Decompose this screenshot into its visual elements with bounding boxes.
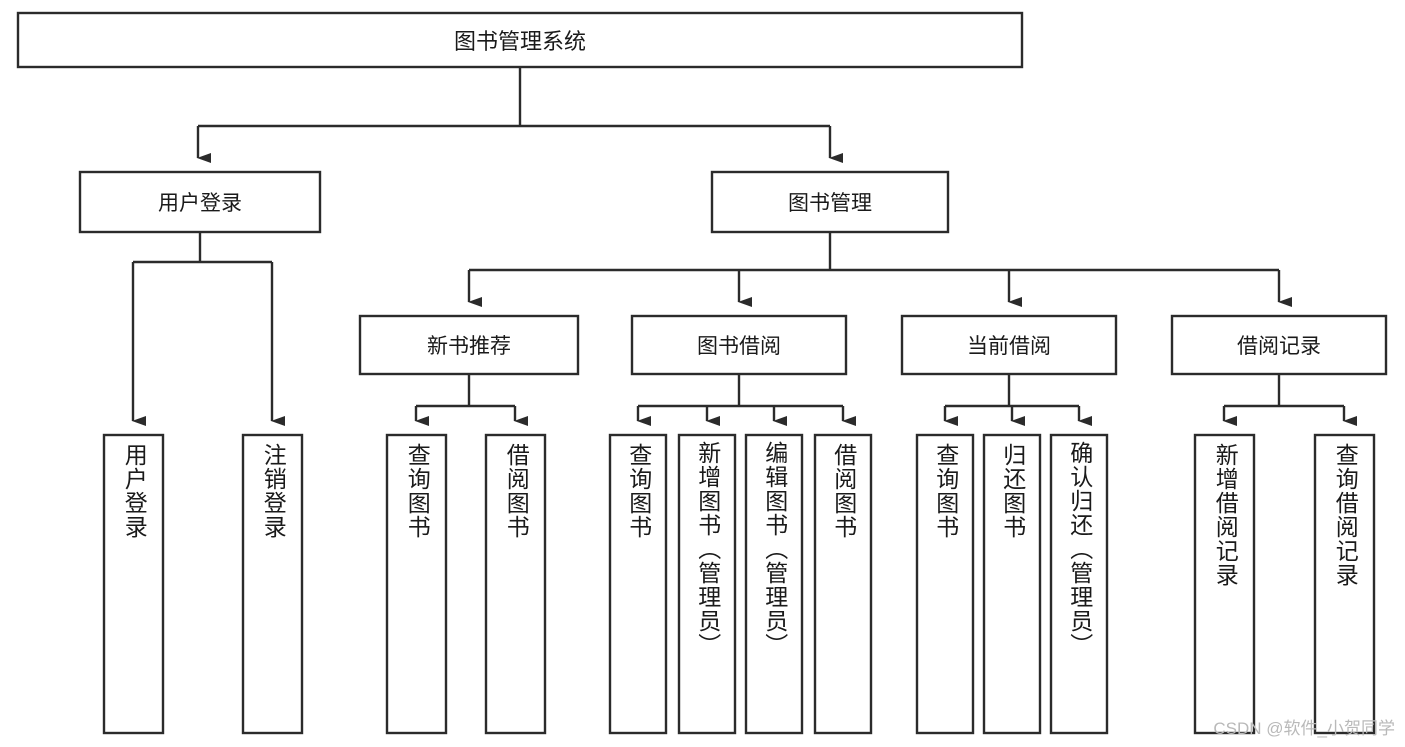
- node-leaf-box[interactable]: [1049, 433, 1109, 735]
- node-leaf-box[interactable]: [677, 433, 737, 735]
- node-leaf-box[interactable]: [813, 433, 873, 735]
- node-book-mgmt-box[interactable]: [710, 170, 950, 234]
- node-leaf-box[interactable]: [608, 433, 668, 735]
- node-leaf-box[interactable]: [915, 433, 975, 735]
- node-borrow-records-box[interactable]: [1170, 314, 1388, 376]
- node-leaf-box[interactable]: [1313, 433, 1376, 735]
- node-leaf-box[interactable]: [744, 433, 804, 735]
- node-root-box[interactable]: [16, 11, 1024, 69]
- node-leaf-box[interactable]: [1193, 433, 1256, 735]
- node-leaf-box[interactable]: [385, 433, 448, 735]
- node-new-book-rec-box[interactable]: [358, 314, 580, 376]
- node-current-borrow-box[interactable]: [900, 314, 1118, 376]
- node-leaf-box[interactable]: [982, 433, 1042, 735]
- node-book-borrow-box[interactable]: [630, 314, 848, 376]
- node-leaf-box[interactable]: [484, 433, 547, 735]
- node-leaf-box[interactable]: [241, 433, 304, 735]
- node-user-login-box[interactable]: [78, 170, 322, 234]
- node-leaf-box[interactable]: [102, 433, 165, 735]
